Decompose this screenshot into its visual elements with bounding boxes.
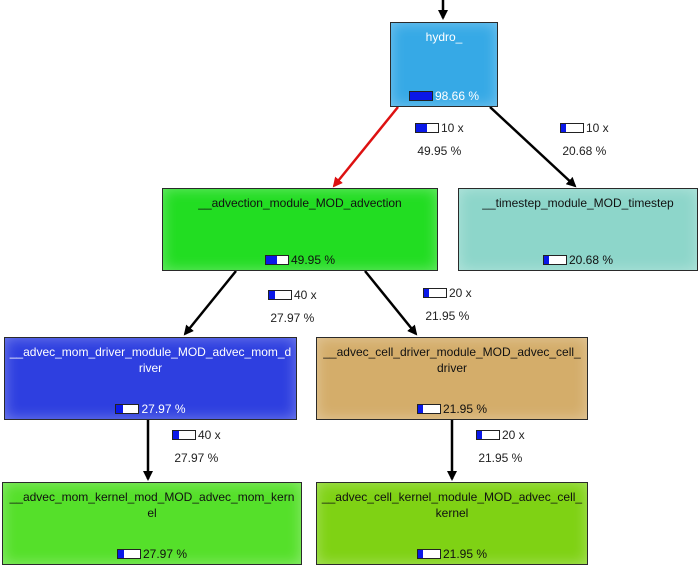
edge-call-count: 10 x [560, 121, 609, 135]
node-cost-bar-fill [417, 405, 423, 413]
edge-label: 10 x 49.95 % [415, 121, 464, 158]
node-function-name: __advec_mom_kernel_mod_MOD_advec_mom_ker… [9, 490, 295, 520]
node-cost-bar [115, 404, 140, 414]
edge-calls-text: 40 x [294, 288, 317, 302]
node-function-name: hydro_ [425, 30, 463, 44]
node-cost-percent: 98.66 % [434, 89, 480, 103]
node-cost: 21.95 % [317, 547, 587, 561]
node-cost: 49.95 % [163, 253, 437, 267]
node-cost-bar-fill [417, 550, 423, 558]
edge-label: 20 x 21.95 % [423, 286, 472, 323]
node-cost-bar [416, 404, 441, 414]
edge-calls-text: 20 x [502, 428, 525, 442]
edge-cost-bar-fill [173, 431, 180, 439]
edge-calls-text: 40 x [198, 428, 221, 442]
edge-cost-percent: 20.68 % [562, 144, 607, 158]
node-cost-bar-fill [543, 256, 549, 264]
node-cost-bar-fill [116, 405, 123, 413]
edge-cost-bar [415, 123, 439, 133]
node-cost-bar [408, 91, 433, 101]
edge-advection-cell_driver[interactable] [364, 270, 418, 336]
node-cost-bar [116, 549, 141, 559]
edge-cost-percent: 21.95 % [478, 451, 523, 465]
node-cost-bar-fill [265, 256, 277, 264]
node-cost-percent: 49.95 % [290, 253, 336, 267]
edge-calls-text: 20 x [449, 286, 472, 300]
node-mom_kernel[interactable]: __advec_mom_kernel_mod_MOD_advec_mom_ker… [2, 482, 302, 565]
node-timestep[interactable]: __timestep_module_MOD_timestep 20.68 % [458, 188, 698, 271]
edge-hydro-advection[interactable] [332, 106, 399, 188]
node-cost-bar [416, 549, 441, 559]
edge-cost-bar-fill [477, 431, 482, 439]
node-cost-percent: 27.97 % [142, 547, 188, 561]
node-cost: 20.68 % [459, 253, 697, 267]
edge-cost-bar [560, 123, 584, 133]
edge-call-count: 40 x [172, 428, 221, 442]
edge-cost-percent: 27.97 % [270, 311, 315, 325]
node-cost-bar [542, 255, 567, 265]
node-cost-percent: 20.68 % [568, 253, 614, 267]
edge-label: 40 x 27.97 % [172, 428, 221, 465]
node-function-name: __advec_cell_driver_module_MOD_advec_cel… [323, 345, 581, 375]
node-cost-bar-fill [117, 550, 125, 558]
edge-label: 40 x 27.97 % [268, 288, 317, 325]
node-cost-percent: 21.95 % [442, 547, 488, 561]
node-cell_driver[interactable]: __advec_cell_driver_module_MOD_advec_cel… [316, 337, 588, 420]
edge-call-count: 40 x [268, 288, 317, 302]
edge-cost-bar-fill [416, 124, 427, 132]
edge-calls-text: 10 x [441, 121, 464, 135]
edge-call-count: 20 x [423, 286, 472, 300]
edge-cost-percent: 21.95 % [425, 309, 470, 323]
node-cost: 98.66 % [391, 89, 497, 103]
edge-cost-percent: 49.95 % [417, 144, 462, 158]
node-function-name: __advec_cell_kernel_module_MOD_advec_cel… [321, 490, 583, 520]
node-cell_kernel[interactable]: __advec_cell_kernel_module_MOD_advec_cel… [316, 482, 588, 565]
node-cost-percent: 21.95 % [442, 402, 488, 416]
edge-cost-bar [476, 430, 500, 440]
edge-call-count: 20 x [476, 428, 525, 442]
edge-label: 10 x 20.68 % [560, 121, 609, 158]
edge-cost-percent: 27.97 % [174, 451, 219, 465]
node-cost: 27.97 % [5, 402, 296, 416]
edge-cost-bar [268, 290, 292, 300]
node-cost-bar [264, 255, 289, 265]
node-function-name: __timestep_module_MOD_timestep [482, 196, 674, 210]
edge-cost-bar [423, 288, 447, 298]
edge-cost-bar-fill [269, 291, 276, 299]
edge-advection-mom_driver[interactable] [183, 270, 237, 336]
edge-cost-bar-fill [424, 289, 429, 297]
node-function-name: __advection_module_MOD_advection [198, 196, 402, 210]
node-cost: 21.95 % [317, 402, 587, 416]
edge-calls-text: 10 x [586, 121, 609, 135]
node-hydro[interactable]: hydro_ 98.66 % [390, 22, 498, 107]
edge-call-count: 10 x [415, 121, 464, 135]
edge-label: 20 x 21.95 % [476, 428, 525, 465]
edge-cost-bar-fill [561, 124, 566, 132]
node-cost-percent: 27.97 % [141, 402, 186, 416]
node-advection[interactable]: __advection_module_MOD_advection 49.95 % [162, 188, 438, 271]
node-cost-bar-fill [409, 92, 432, 100]
node-cost: 27.97 % [3, 547, 301, 561]
node-mom_driver[interactable]: __advec_mom_driver_module_MOD_advec_mom_… [4, 337, 297, 420]
edge-cost-bar [172, 430, 196, 440]
node-function-name: __advec_mom_driver_module_MOD_advec_mom_… [9, 345, 292, 375]
